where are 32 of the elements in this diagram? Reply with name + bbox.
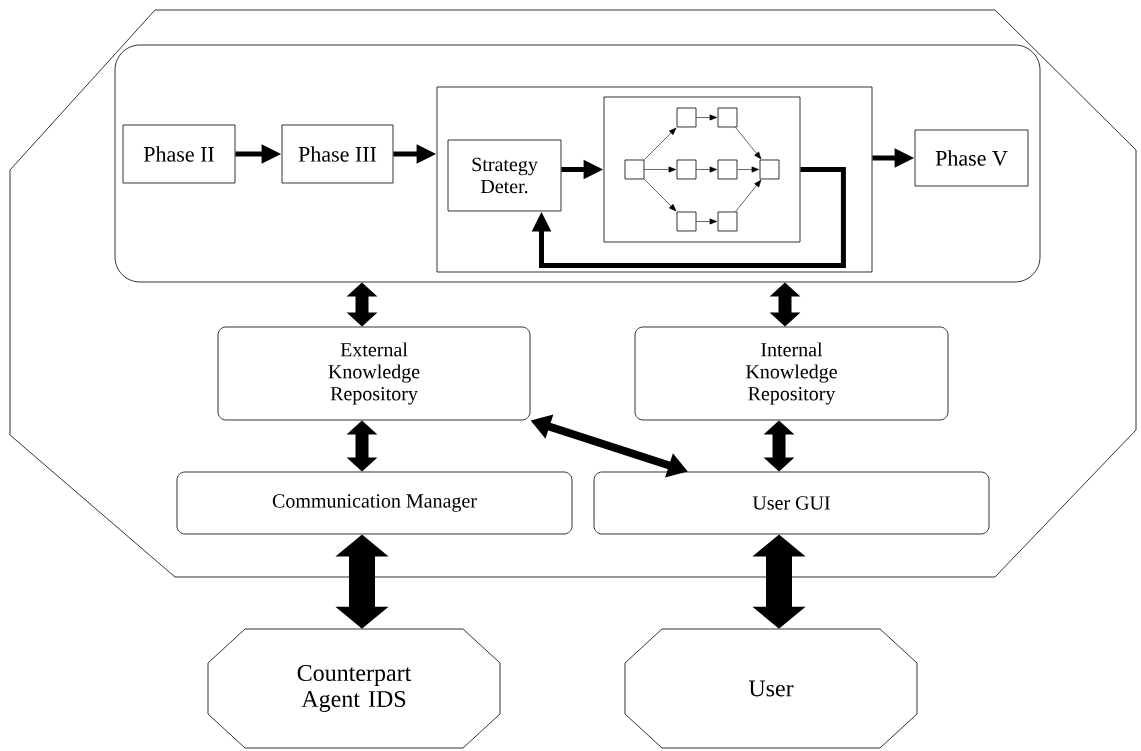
small-box (717, 211, 738, 232)
rounded-box: Communication Manager (176, 471, 573, 535)
small-box (676, 107, 697, 128)
arrow (531, 167, 846, 268)
arrow (696, 218, 718, 225)
arrow (696, 166, 718, 173)
arrow (735, 179, 762, 212)
process-box: Phase V (914, 129, 1029, 187)
octagon-frame (9, 9, 1137, 578)
small-box (624, 159, 645, 180)
rounded-box: User GUI (593, 471, 990, 535)
arrow (644, 166, 677, 173)
arrow (737, 166, 760, 173)
frame-box (436, 86, 873, 273)
small-box (676, 211, 697, 232)
small-box (717, 159, 738, 180)
arrow (735, 127, 762, 160)
arrow (696, 114, 718, 121)
rounded-box: Internal Knowledge Repository (634, 326, 949, 421)
small-box (717, 107, 738, 128)
octagon-box: User (624, 628, 918, 749)
octagon-box: Counterpart Agent IDS (207, 628, 501, 749)
arrow (644, 127, 677, 160)
process-box: Phase II (122, 124, 236, 184)
rounded-panel (114, 44, 1041, 283)
process-box: Phase III (281, 124, 394, 184)
frame-box (603, 96, 801, 243)
arrow (644, 179, 677, 212)
process-box: Strategy Deter. (447, 139, 562, 212)
small-box (676, 159, 697, 180)
small-box (759, 159, 780, 180)
rounded-box: External Knowledge Repository (217, 326, 531, 421)
